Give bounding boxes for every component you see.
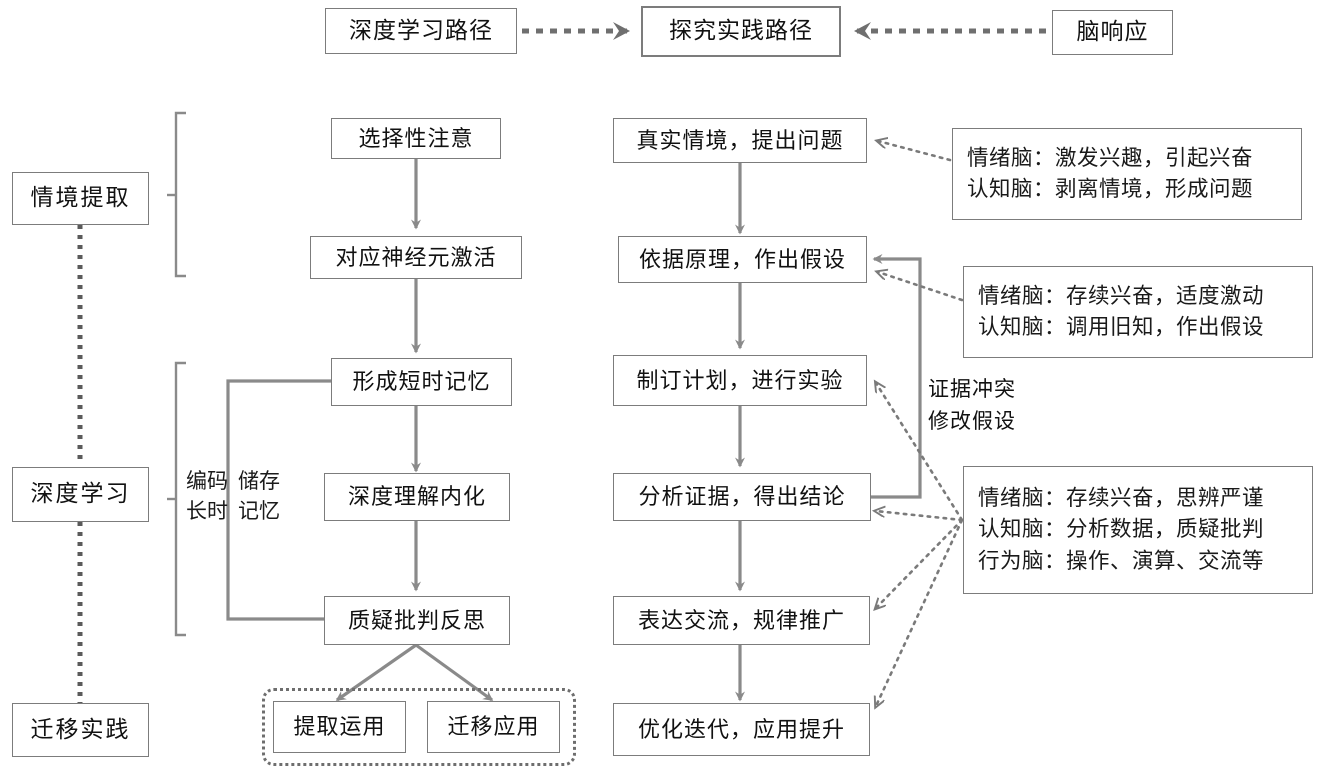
annotation-line: 情绪脑：存续兴奋，思辨严谨 bbox=[978, 486, 1265, 511]
node-critical-reflection[interactable]: 质疑批判反思 bbox=[324, 596, 510, 645]
annotation-line: 认知脑：剥离情境，形成问题 bbox=[967, 177, 1254, 201]
stage-box-transfer-practice[interactable]: 迁移实践 bbox=[12, 703, 149, 757]
node-deep-understanding[interactable]: 深度理解内化 bbox=[324, 473, 510, 521]
annotation-line: 认知脑：分析数据，质疑批判 bbox=[978, 517, 1265, 542]
annotation-box-experiment-stage[interactable]: 情绪脑：存续兴奋，思辨严谨 认知脑：分析数据，质疑批判 行为脑：操作、演算、交流… bbox=[963, 466, 1313, 594]
annotation-line: 情绪脑：激发兴趣，引起兴奋 bbox=[967, 145, 1254, 170]
annot1-arrow bbox=[878, 141, 952, 162]
node-transfer-application[interactable]: 迁移应用 bbox=[427, 701, 560, 753]
stage-box-situation-extraction[interactable]: 情境提取 bbox=[12, 172, 149, 225]
node-retrieval-application[interactable]: 提取运用 bbox=[273, 701, 406, 753]
bracket-label-storage-line1: 储存 bbox=[238, 469, 280, 493]
bracket-situation bbox=[167, 111, 186, 278]
bracket-label-encoding: 编码 长时 bbox=[186, 466, 228, 527]
bracket-label-encoding-line2: 长时 bbox=[186, 499, 228, 524]
feedback-loop-label-line1: 证据冲突 bbox=[928, 377, 1016, 401]
node-express-generalize[interactable]: 表达交流，规律推广 bbox=[613, 596, 870, 645]
annotation-line: 行为脑：操作、演算、交流等 bbox=[978, 548, 1265, 573]
feedback-loop-label-line2: 修改假设 bbox=[928, 408, 1016, 433]
annot3-arrow-optimize bbox=[876, 518, 964, 706]
annotation-box-question-stage[interactable]: 情绪脑：激发兴趣，引起兴奋 认知脑：剥离情境，形成问题 bbox=[952, 128, 1302, 220]
annotation-line: 认知脑：调用旧知，作出假设 bbox=[978, 315, 1265, 339]
node-principle-hypothesis[interactable]: 依据原理，作出假设 bbox=[618, 236, 867, 283]
node-optimize-iterate[interactable]: 优化迭代，应用提升 bbox=[613, 703, 870, 756]
annotation-box-hypothesis-stage[interactable]: 情绪脑：存续兴奋，适度激动 认知脑：调用旧知，作出假设 bbox=[963, 266, 1313, 358]
node-short-term-memory[interactable]: 形成短时记忆 bbox=[331, 358, 512, 406]
node-real-context-question[interactable]: 真实情境，提出问题 bbox=[613, 118, 867, 163]
header-box-brain-response[interactable]: 脑响应 bbox=[1052, 10, 1173, 55]
annot2-arrow bbox=[878, 272, 964, 302]
header-box-deep-learning-path[interactable]: 深度学习路径 bbox=[325, 8, 517, 54]
node-analyze-evidence[interactable]: 分析证据，得出结论 bbox=[613, 473, 871, 521]
header-box-inquiry-practice-path[interactable]: 探究实践路径 bbox=[641, 6, 841, 57]
annot3-arrow-evidence bbox=[876, 511, 964, 522]
node-plan-experiment[interactable]: 制订计划，进行实验 bbox=[613, 355, 867, 406]
annotation-line: 情绪脑：存续兴奋，适度激动 bbox=[978, 283, 1265, 308]
node-selective-attention[interactable]: 选择性注意 bbox=[331, 118, 501, 159]
feedback-loop-label: 证据冲突 修改假设 bbox=[928, 374, 1016, 437]
bracket-label-storage: 储存 记忆 bbox=[238, 466, 280, 527]
bracket-label-encoding-line1: 编码 bbox=[186, 469, 228, 493]
annot3-arrow-express bbox=[876, 518, 964, 608]
evidence-conflict-feedback bbox=[866, 254, 922, 499]
bracket-deep-learning bbox=[167, 361, 186, 637]
node-neuron-activation[interactable]: 对应神经元激活 bbox=[310, 236, 522, 279]
bracket-label-storage-line2: 记忆 bbox=[238, 499, 280, 524]
stage-box-deep-learning[interactable]: 深度学习 bbox=[12, 467, 149, 522]
